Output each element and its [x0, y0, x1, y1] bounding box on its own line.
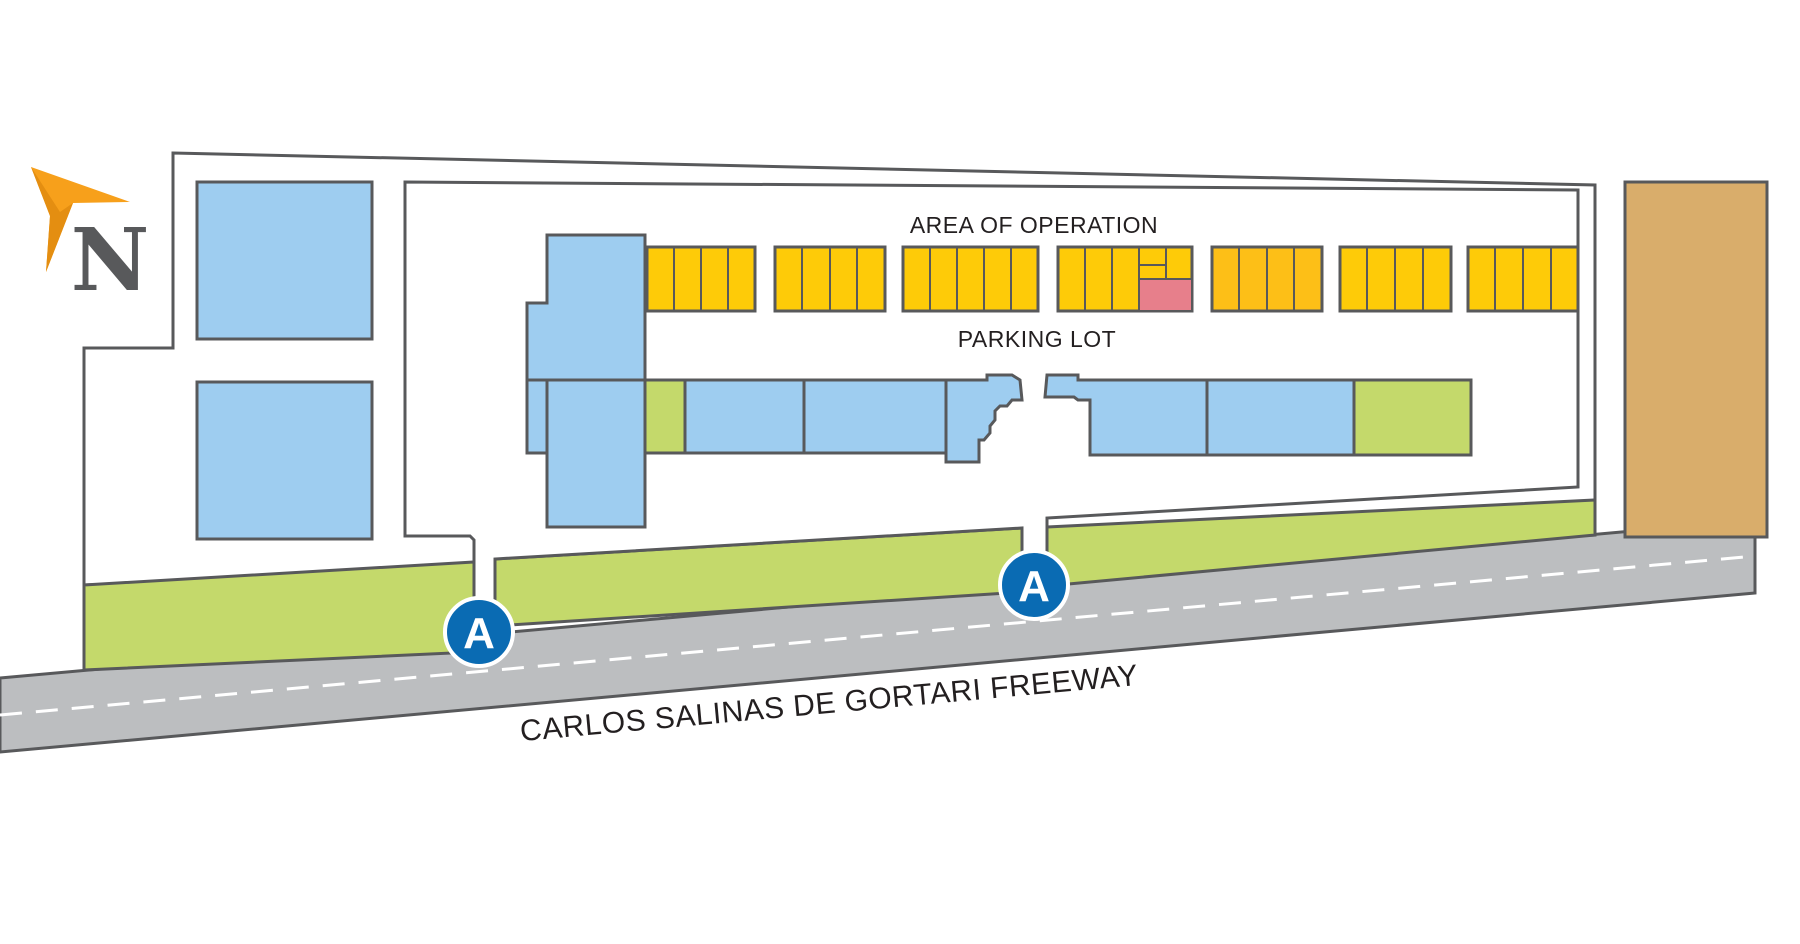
east-building-row: [1043, 373, 1473, 457]
shop-unit: [802, 378, 948, 455]
operation-block: [901, 245, 1040, 313]
green-shop: [643, 378, 687, 455]
neighbor-lot: [1623, 180, 1769, 539]
access-marker-circle: [443, 596, 515, 668]
shop-unit: [683, 378, 806, 455]
building-west-north: [195, 180, 374, 341]
parking-lot-label: PARKING LOT: [958, 326, 1116, 352]
north-arrow-icon: N: [31, 167, 149, 311]
main-building: [525, 233, 1024, 529]
access-marker-label: A: [1018, 562, 1050, 611]
access-marker[interactable]: A: [998, 549, 1070, 621]
area-of-operation-label: AREA OF OPERATION: [910, 212, 1158, 238]
highlighted-unit: [1138, 278, 1193, 312]
green-frontage: [82, 498, 1597, 672]
freeway-lane-divider: [0, 554, 1756, 717]
north-arrow-shade: [31, 167, 73, 272]
green-shop: [1352, 378, 1473, 457]
shop-unit-irregular: [944, 373, 1024, 464]
shop-unit: [1205, 378, 1356, 457]
building-west-south: [195, 380, 374, 541]
access-marker[interactable]: A: [443, 596, 515, 668]
operation-units: [645, 245, 1580, 313]
north-letter: N: [71, 210, 150, 311]
access-marker-circle: [998, 549, 1070, 621]
access-marker-label: A: [463, 609, 495, 658]
